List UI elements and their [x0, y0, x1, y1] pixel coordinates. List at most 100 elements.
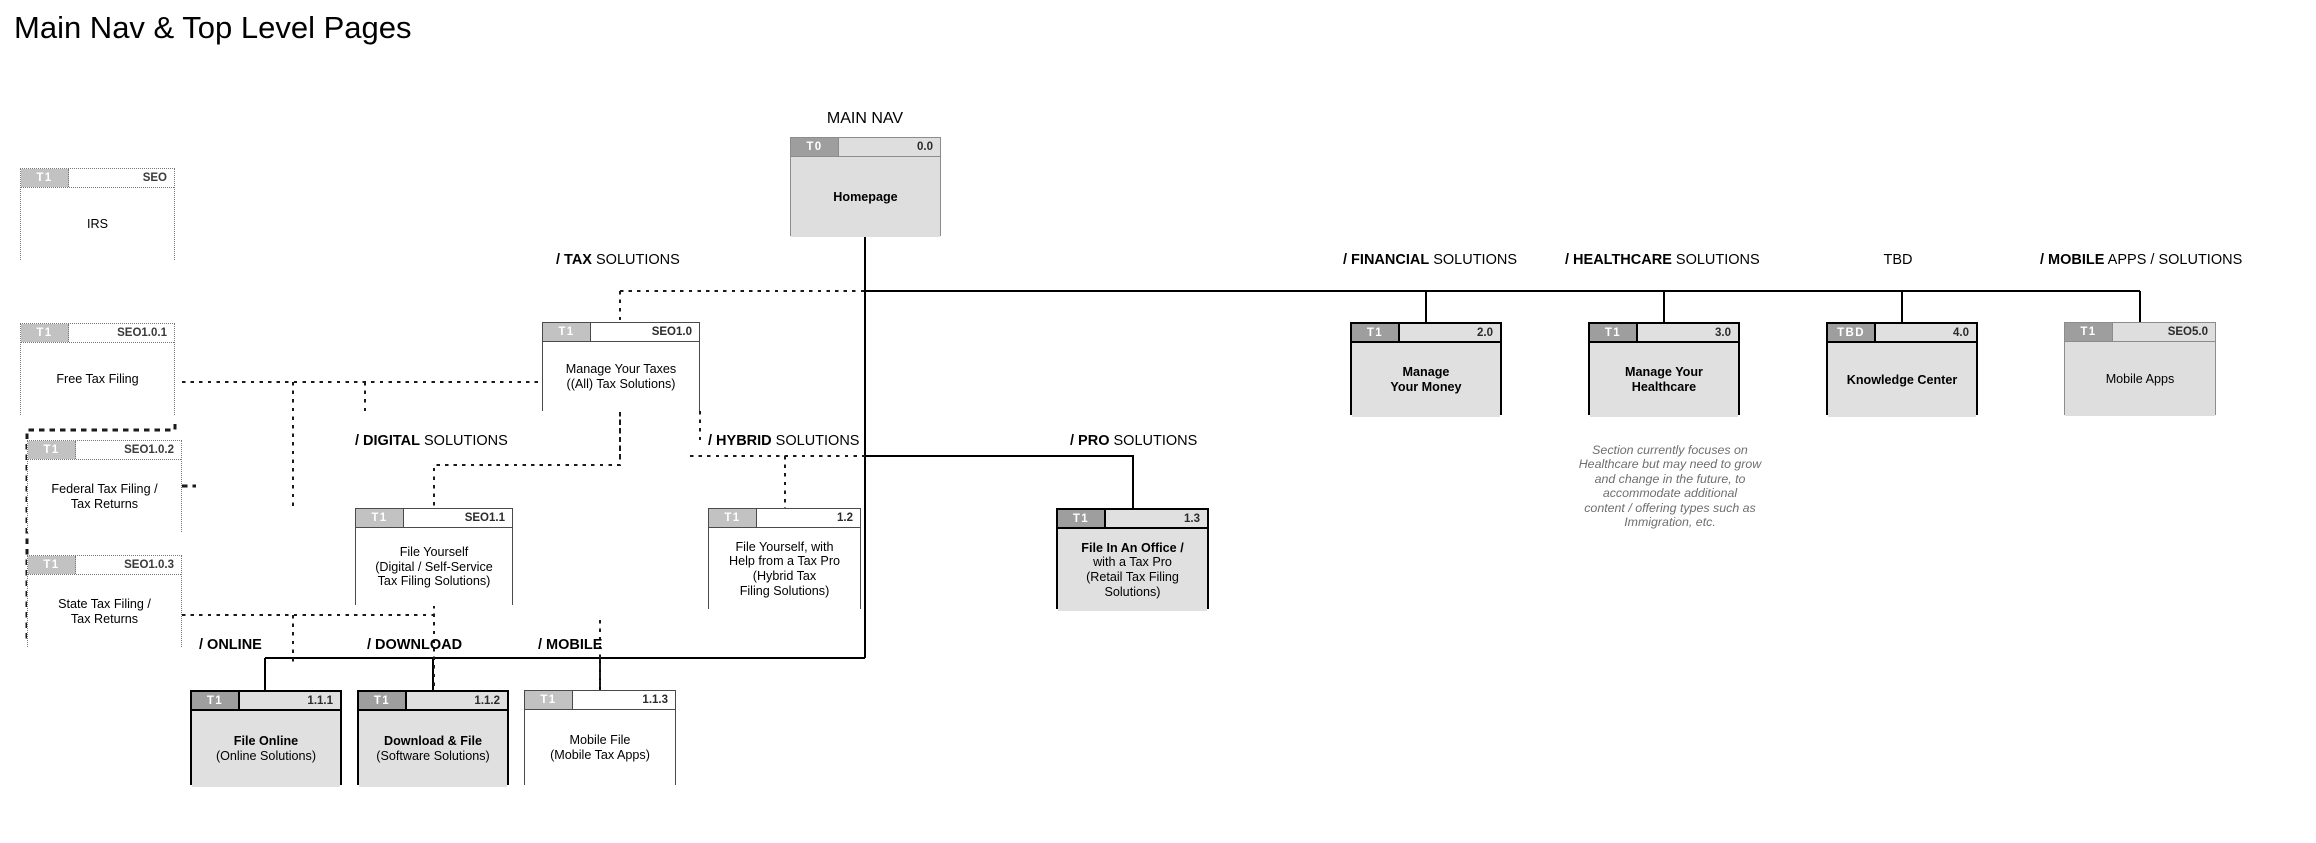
node-label: IRS [87, 217, 108, 232]
node-header: T1 1.1.2 [359, 692, 507, 711]
node-label-line: Free Tax Filing [56, 372, 139, 387]
node-body: Download & File(Software Solutions) [359, 711, 507, 787]
node-label: Download & File(Software Solutions) [376, 734, 489, 763]
node-label: Mobile Apps [2106, 372, 2175, 387]
caption-prefix: / PRO [1070, 433, 1110, 449]
node-label-line: State Tax Filing / [58, 596, 151, 611]
node-tier-tag: T1 [21, 324, 69, 342]
node-label: Free Tax Filing [56, 372, 138, 387]
node-id-number: 1.1.3 [642, 694, 668, 706]
caption-rest: SOLUTIONS [1429, 252, 1518, 268]
caption-prefix: / ONLINE [199, 637, 262, 653]
node-tier-tag: T1 [28, 556, 76, 574]
node-body: Free Tax Filing [21, 343, 174, 416]
node-tier-tag: T1 [709, 509, 757, 527]
node-id-number: SEO1.0 [651, 326, 692, 338]
section-caption-mobile: / MOBILE APPS / SOLUTIONS [2040, 252, 2242, 268]
node-label-line: Knowledge Center [1846, 372, 1958, 387]
caption-rest: SOLUTIONS [1109, 433, 1198, 449]
node-label-line: Your Money [1390, 380, 1462, 394]
node-label-line: Healthcare [1631, 380, 1697, 394]
node-label-line: Manage Your Taxes [565, 362, 677, 377]
node-label-line: Manage [1402, 365, 1450, 380]
page-title: Main Nav & Top Level Pages [14, 10, 412, 45]
node-label-line: Download & File [384, 734, 482, 749]
section-caption-download: / DOWNLOAD [367, 637, 462, 653]
node-label-line: IRS [87, 217, 108, 232]
node-id-number: 1.1.1 [307, 694, 333, 707]
node-label-line: File In An Office / [1081, 540, 1184, 555]
node-body: Mobile File(Mobile Tax Apps) [525, 710, 675, 786]
node-label-line: Tax Returns [70, 611, 139, 626]
node-label: Manage Your Taxes((All) Tax Solutions) [566, 362, 676, 391]
node-tier-tag: T1 [359, 692, 407, 709]
node-body: Homepage [791, 157, 940, 237]
node-label-line: Tax Filing Solutions) [377, 574, 491, 589]
node-body: Knowledge Center [1828, 343, 1976, 417]
section-caption-online: / ONLINE [199, 637, 262, 653]
node-label: File Online(Online Solutions) [216, 734, 316, 763]
node-tier-tag: T1 [525, 691, 573, 709]
node-label: Mobile File(Mobile Tax Apps) [550, 733, 650, 762]
node-label: Homepage [833, 190, 897, 205]
node-id-number: 1.2 [837, 512, 853, 524]
section-caption-pro: / PRO SOLUTIONS [1070, 433, 1197, 449]
node-body: File Online(Online Solutions) [192, 711, 340, 787]
node-id-number: 1.3 [1184, 512, 1200, 525]
section-caption-healthcare: / HEALTHCARE SOLUTIONS [1565, 252, 1760, 268]
node-id-number: 1.1.2 [474, 694, 500, 707]
node-body: Mobile Apps [2065, 342, 2215, 416]
node-label-line: Solutions) [1104, 584, 1161, 599]
node-tier-tag: T1 [356, 509, 404, 527]
node-id-number: SEO [142, 172, 167, 184]
node-body: File In An Office /with a Tax Pro(Retail… [1058, 529, 1207, 611]
node-label: Knowledge Center [1847, 373, 1958, 388]
section-caption-mobilepath: / MOBILE [538, 637, 602, 653]
node-label-line: Federal Tax Filing / [51, 481, 158, 496]
node-tier-tag: T1 [1590, 324, 1638, 341]
note-line: content / offering types such as [1584, 500, 1756, 515]
caption-rest: TBD [1883, 252, 1913, 268]
node-label-line: (Digital / Self-Service [375, 559, 493, 574]
caption-rest: SOLUTIONS [591, 252, 680, 268]
section-caption-tbd: TBD [1884, 252, 1913, 268]
caption-prefix: / MOBILE [538, 637, 603, 653]
node-label-line: with a Tax Pro [1093, 555, 1172, 570]
node-label-line: Manage Your [1625, 365, 1703, 380]
node-label-line: Mobile Apps [2105, 371, 2175, 386]
caption-prefix: / HEALTHCARE [1565, 252, 1672, 268]
node-label-line: File Yourself [399, 545, 469, 560]
node-label: File In An Office /with a Tax Pro(Retail… [1081, 541, 1183, 599]
